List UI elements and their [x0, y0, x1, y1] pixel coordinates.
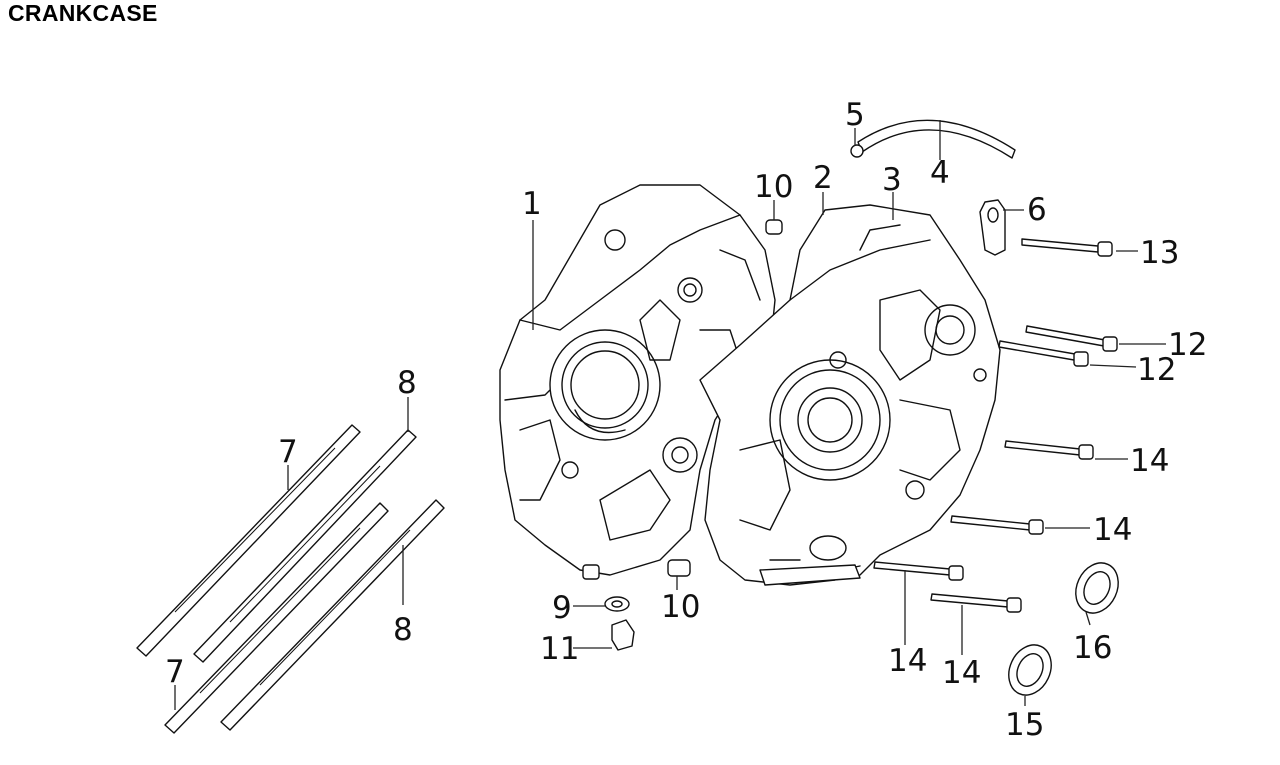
callout-6: 6: [1027, 192, 1047, 228]
callout-15: 15: [1005, 707, 1044, 743]
left-crankcase-half: [499, 184, 776, 580]
callout-14-c: 14: [888, 643, 927, 679]
leader-lines: [174, 120, 1166, 710]
bolt-12-upper: [1025, 325, 1118, 352]
callout-4: 4: [930, 155, 950, 191]
callout-12-lower: 12: [1137, 352, 1176, 388]
bolt-12-lower: [998, 340, 1089, 367]
callout-13: 13: [1140, 235, 1179, 271]
callout-12-upper: 12: [1168, 327, 1207, 363]
stud-8-lower: [220, 499, 445, 731]
callout-1: 1: [522, 186, 542, 222]
bolt-14-a: [1004, 440, 1094, 460]
stud-7-lower: [164, 502, 389, 734]
washer: [604, 596, 630, 612]
oil-seal-15: [1008, 644, 1052, 696]
callout-8-lower: 8: [393, 612, 413, 648]
stud-7-upper: [136, 424, 361, 657]
bolt-14-b: [950, 515, 1044, 535]
dowel-pin-upper: [765, 219, 783, 235]
callout-14-b: 14: [1093, 512, 1132, 548]
callout-10-upper: 10: [754, 169, 793, 205]
callout-14-d: 14: [942, 655, 981, 691]
callout-7-lower: 7: [165, 654, 185, 690]
callout-10-lower: 10: [661, 589, 700, 625]
callout-5: 5: [845, 97, 865, 133]
bracket: [979, 199, 1006, 256]
callout-8-upper: 8: [397, 365, 417, 401]
callout-7-upper: 7: [278, 434, 298, 470]
callout-16: 16: [1073, 630, 1112, 666]
dowel-pin-lower: [667, 559, 691, 577]
diagram-title: CRANKCASE: [8, 0, 158, 26]
tube-clip: [850, 144, 864, 158]
bolt-14-c: [873, 561, 964, 581]
drain-plug: [611, 619, 635, 651]
oil-seal-16: [1075, 562, 1119, 614]
callout-14-a: 14: [1130, 443, 1169, 479]
bolt-14-d: [930, 593, 1022, 613]
right-crankcase-half: [699, 204, 1001, 586]
callout-2: 2: [813, 160, 833, 196]
callout-labels: 1 2 3 4 5 6 7 7 8 8 9 10 10 11 12 12 13 …: [165, 97, 1207, 743]
callout-9: 9: [552, 590, 572, 626]
callout-11: 11: [540, 631, 579, 667]
bolt-13: [1021, 238, 1113, 257]
callout-3: 3: [882, 162, 902, 198]
stud-8-upper: [193, 429, 417, 663]
breather-tube: [857, 119, 1016, 159]
